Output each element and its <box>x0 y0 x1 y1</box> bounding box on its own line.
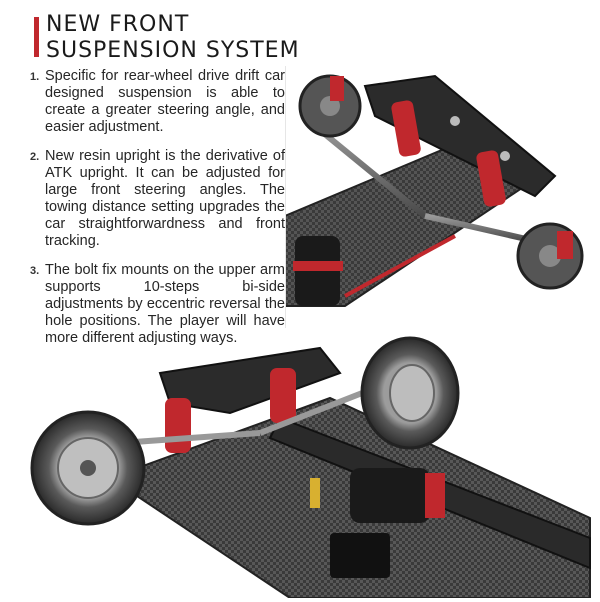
feature-text: New resin upright is the derivative of A… <box>45 148 285 249</box>
feature-item-1: 1. Specific for rear-wheel drive drift c… <box>30 68 285 136</box>
feature-number: 1. <box>30 71 40 83</box>
feature-item-3: 3. The bolt fix mounts on the upper arm … <box>30 262 285 347</box>
feature-list: 1. Specific for rear-wheel drive drift c… <box>30 68 285 359</box>
title-accent-bar <box>34 17 39 57</box>
feature-text: The bolt fix mounts on the upper arm sup… <box>45 262 285 346</box>
feature-number: 2. <box>30 151 40 163</box>
feature-number: 3. <box>30 265 40 277</box>
title-line-2: SUSPENSION SYSTEM <box>46 38 300 63</box>
suspension-detail-illustration <box>285 74 584 307</box>
photo-frame <box>285 66 593 328</box>
title-line-1: NEW FRONT <box>46 12 190 37</box>
page-title: NEW FRONT SUSPENSION SYSTEM <box>46 12 300 64</box>
feature-item-2: 2. New resin upright is the derivative o… <box>30 148 285 250</box>
chassis-overview-photo <box>30 328 592 598</box>
chassis-illustration <box>30 336 591 598</box>
front-suspension-detail-photo <box>285 66 593 328</box>
feature-text: Specific for rear-wheel drive drift car … <box>45 68 285 135</box>
